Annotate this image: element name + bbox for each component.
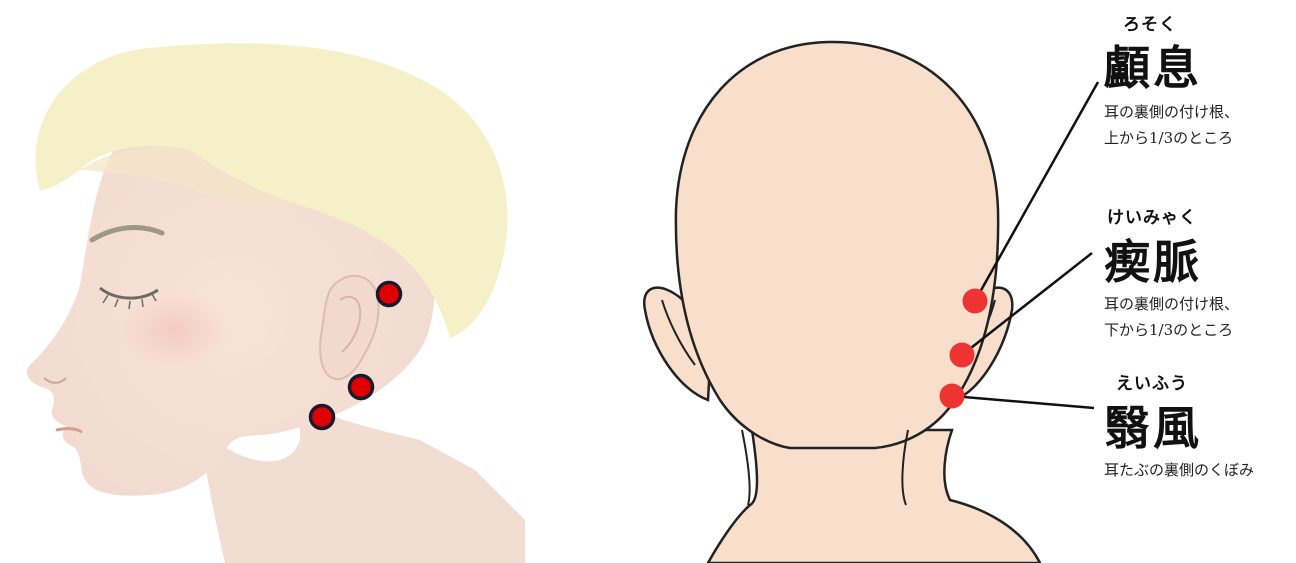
right-head-illustration [644,42,1098,563]
leader-line-eifu [952,396,1094,408]
keimyaku-description-line-1: 耳の裏側の付け根、 [1104,292,1239,316]
left-acupoint-upper [378,283,401,306]
rosoku-name: 顱息 [1104,32,1202,98]
eifu-reading: えいふう [1116,369,1188,394]
left-acupoint-lower [311,406,334,429]
left-cheek-blush [120,292,230,368]
rosoku-description-line-2: 上から1/3のところ [1104,126,1233,150]
left-acupoint-middle [350,376,373,399]
keimyaku-reading: けいみゃく [1107,203,1197,228]
right-neck-shoulders [708,430,1040,563]
keimyaku-name: 瘈脈 [1104,226,1202,292]
keimyaku-description-line-2: 下から1/3のところ [1104,318,1233,342]
right-acupoint-keimyaku [950,343,975,368]
right-acupoint-eifu [940,384,965,409]
right-view-neck-fold-left [742,430,750,505]
right-acupoint-rosoku [963,289,988,314]
eifu-description: 耳たぶの裏側のくぼみ [1104,458,1254,482]
rosoku-description-line-1: 耳の裏側の付け根、 [1104,100,1239,124]
eifu-name: 翳風 [1104,392,1202,458]
left-head-illustration [27,43,525,563]
